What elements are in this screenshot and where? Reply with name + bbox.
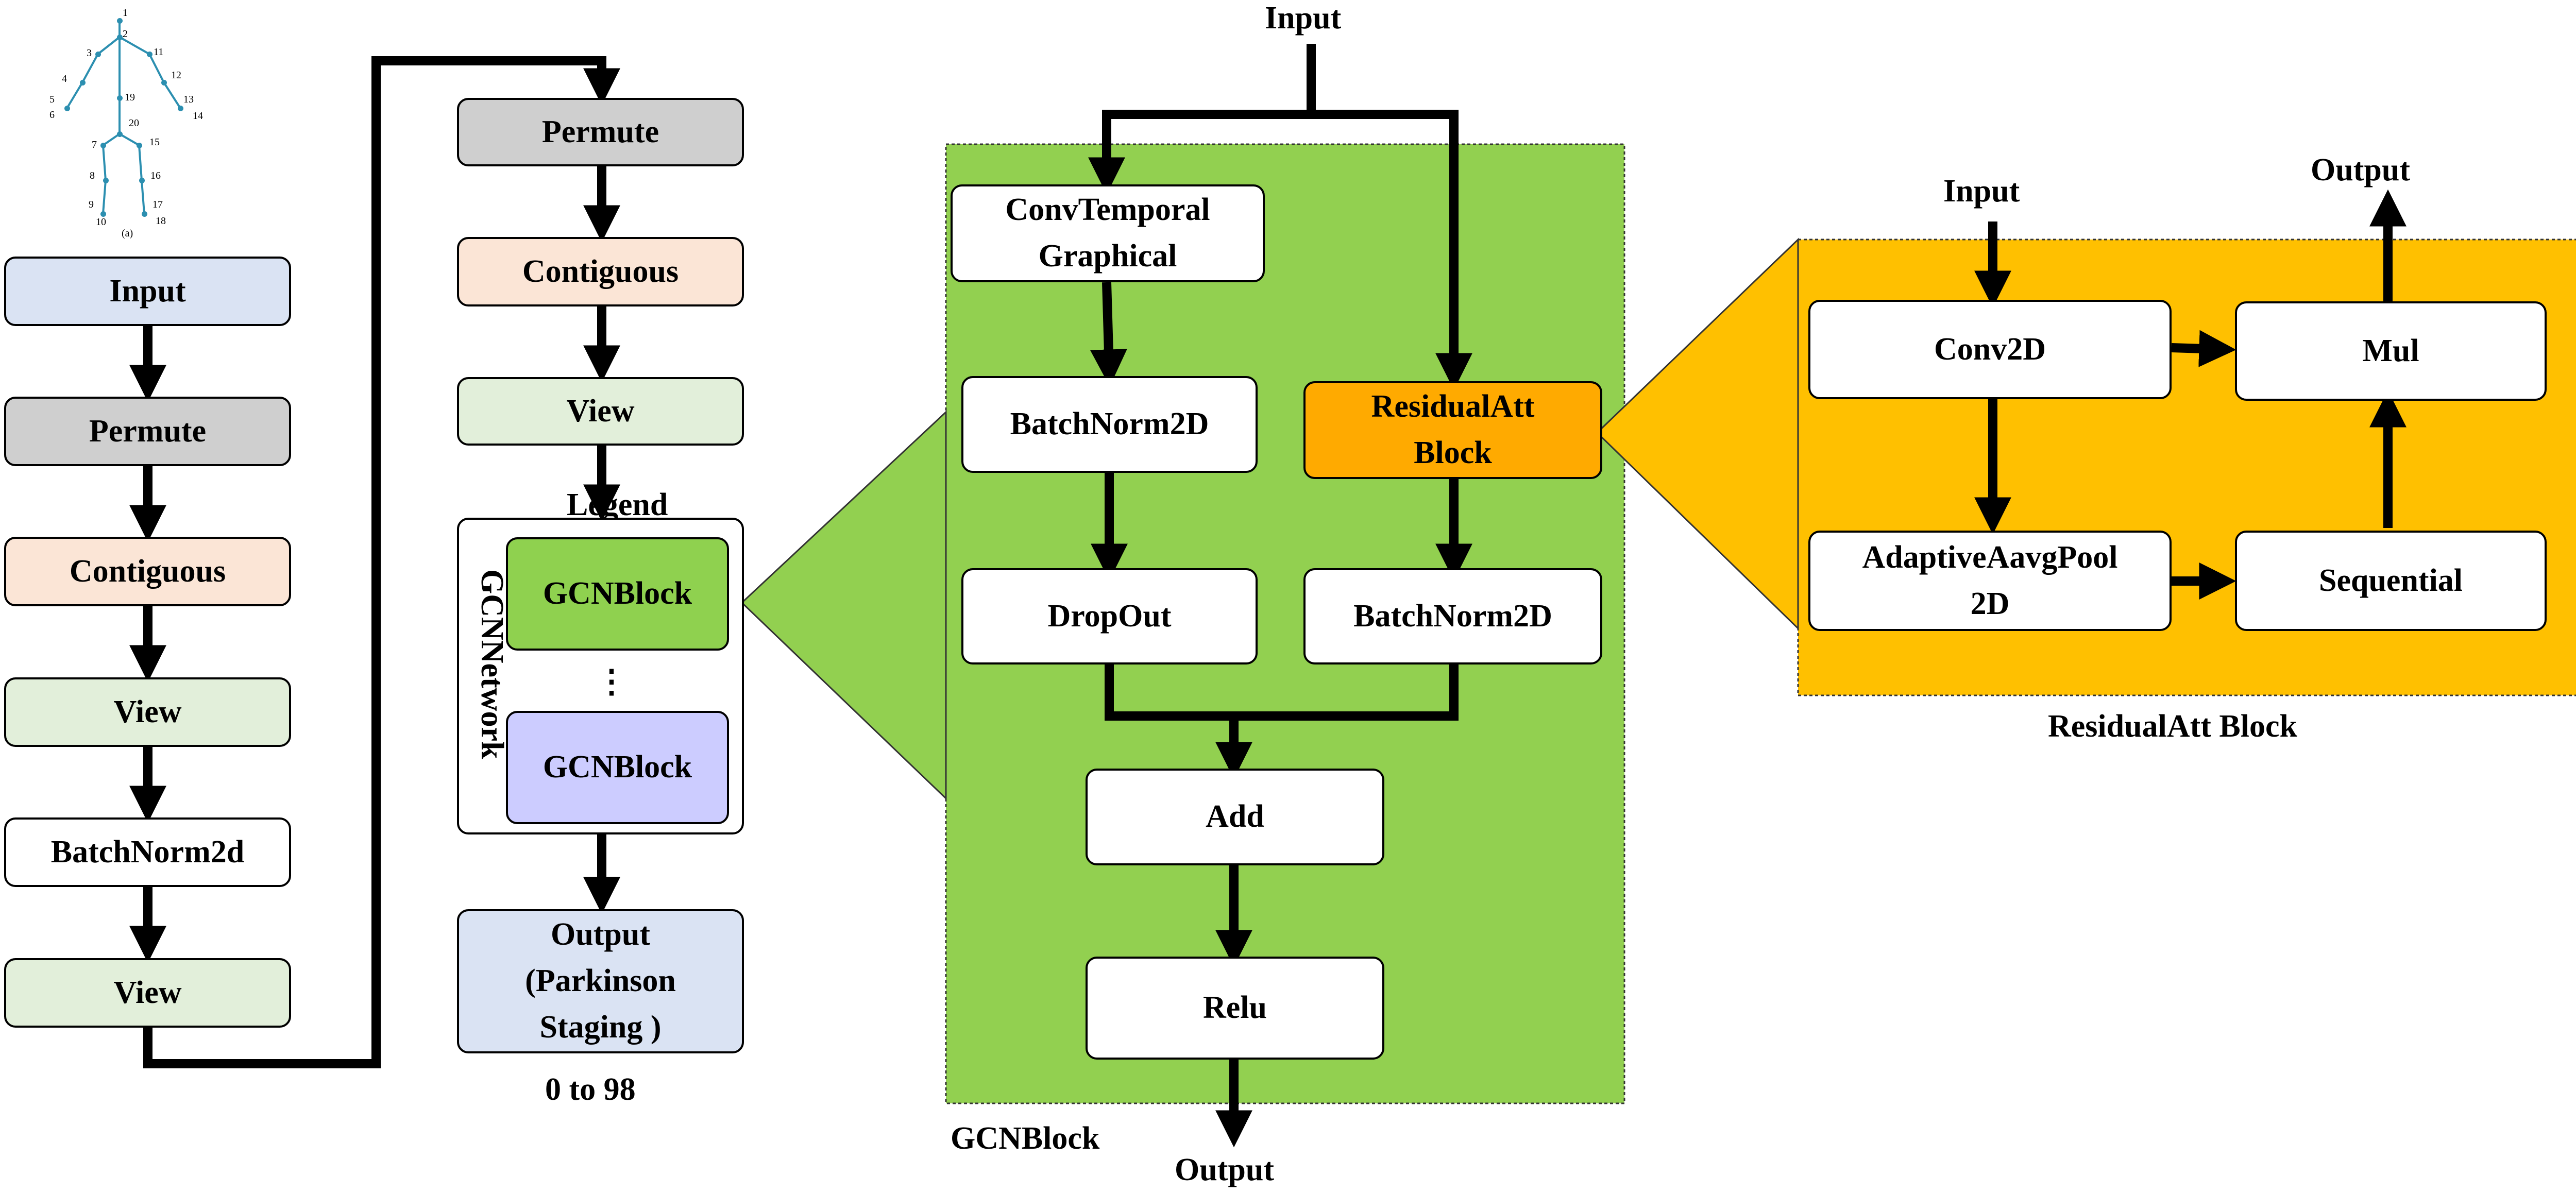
mul-box: Mul [2235, 301, 2547, 401]
joint-label-2: 2 [123, 28, 128, 40]
gcnblock-panel-title: GCNBlock [951, 1121, 1100, 1156]
joint-label-11: 11 [154, 46, 164, 58]
residual-panel-title: ResidualAtt Block [2048, 709, 2297, 744]
skeleton-caption: (a) [122, 228, 133, 239]
joint-label-15: 15 [149, 137, 160, 148]
joint-label-19: 19 [125, 92, 135, 103]
joint-label-9: 9 [89, 199, 94, 210]
add-box: Add [1086, 769, 1384, 865]
joint-label-8: 8 [90, 170, 95, 181]
joint-label-4: 4 [62, 73, 67, 84]
joint-label-1: 1 [123, 7, 128, 19]
gcn-network-label: GCNNetwork [474, 569, 510, 759]
joint-node [142, 211, 147, 217]
conv-temporal-box: ConvTemporal Graphical [951, 184, 1265, 282]
gcnblock-bottom: GCNBlock [506, 711, 729, 824]
joint-label-18: 18 [156, 215, 166, 227]
sequential-box: Sequential [2235, 531, 2547, 631]
zoom-callout-residual [1596, 237, 1799, 630]
joint-label-12: 12 [171, 70, 181, 81]
connector-left-to-middle [143, 56, 620, 1068]
ellipsis-dots: ⋮ [596, 664, 628, 700]
joint-node [64, 106, 70, 111]
zoom-callout-gcn [740, 410, 947, 800]
left-input-box: Input [4, 257, 291, 326]
residual-input-label: Input [1943, 174, 2020, 209]
joint-node [161, 80, 167, 86]
middle-view-box: View [457, 377, 744, 446]
joint-node [178, 106, 183, 111]
batchnorm-left-box: BatchNorm2D [961, 376, 1258, 473]
middle-permute-box: Permute [457, 98, 744, 166]
joint-label-3: 3 [87, 47, 92, 59]
residual-output-label: Output [2311, 152, 2410, 188]
adaptive-pool-box: AdaptiveAavgPool 2D [1808, 531, 2172, 631]
joint-node [117, 95, 123, 101]
dropout-box: DropOut [961, 568, 1258, 664]
joint-node [117, 18, 123, 24]
joint-node [147, 52, 152, 57]
joint-node [139, 178, 145, 183]
arrow-g-input-split [1088, 44, 1316, 195]
legend-label: Legend [567, 487, 668, 522]
joint-node [100, 211, 106, 217]
left-view-box-1: View [4, 677, 291, 747]
joint-label-20: 20 [129, 117, 139, 129]
arrow-g-dropout-add [1105, 664, 1252, 779]
joint-label-17: 17 [152, 199, 163, 210]
output-range-label: 0 to 98 [545, 1072, 636, 1107]
joint-label-16: 16 [150, 170, 161, 181]
conv2d-box: Conv2D [1808, 300, 2172, 399]
left-contiguous-box: Contiguous [4, 537, 291, 606]
residual-att-box: ResidualAtt Block [1303, 381, 1602, 479]
arrow-r-conv-mul [2171, 330, 2236, 367]
arrow-g-input-residual [1311, 110, 1472, 390]
joint-node [80, 80, 86, 86]
joint-node [117, 35, 123, 40]
joint-label-13: 13 [183, 94, 194, 105]
left-batchnorm-box: BatchNorm2d [4, 817, 291, 887]
middle-output-box: Output (Parkinson Staging ) [457, 909, 744, 1053]
relu-box: Relu [1086, 957, 1384, 1060]
joint-label-10: 10 [96, 216, 106, 228]
gcnblock-top: GCNBlock [506, 537, 729, 651]
joint-label-5: 5 [49, 94, 55, 105]
gcnblock-input-label: Input [1265, 1, 1342, 36]
joint-node [117, 131, 123, 137]
gcnblock-output-label: Output [1175, 1152, 1274, 1187]
left-permute-box: Permute [4, 397, 291, 466]
joint-label-14: 14 [193, 110, 203, 122]
middle-contiguous-box: Contiguous [457, 237, 744, 306]
arrow-g-conv-bn [1090, 282, 1127, 387]
joint-label-6: 6 [49, 109, 55, 121]
left-view-box-2: View [4, 958, 291, 1028]
joint-label-7: 7 [92, 139, 97, 150]
arrow-g-bn-add [1234, 664, 1459, 721]
joint-node [100, 143, 106, 148]
batchnorm-right-box: BatchNorm2D [1303, 568, 1602, 664]
joint-node [103, 178, 109, 183]
joint-node [95, 52, 101, 57]
joint-node [137, 143, 142, 148]
